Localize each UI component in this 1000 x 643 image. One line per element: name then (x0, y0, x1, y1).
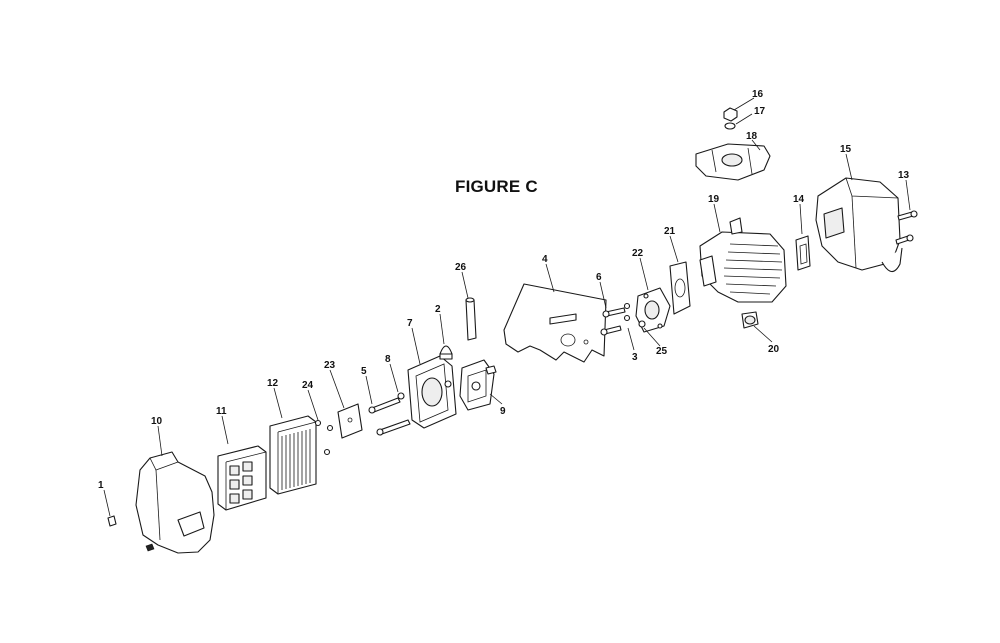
callout-23: 23 (324, 360, 336, 371)
washer-part-25 (638, 320, 646, 328)
nut-part-16 (723, 107, 738, 122)
heat-shield-part (503, 283, 607, 363)
callout-18: 18 (746, 131, 758, 142)
callout-7: 7 (407, 318, 413, 329)
callout-25: 25 (656, 346, 668, 357)
gasket-part-23 (337, 403, 363, 439)
gasket-part-21 (669, 261, 691, 315)
screw-part-1 (107, 515, 117, 527)
callout-19: 19 (708, 194, 720, 205)
washer-part-8 (397, 392, 405, 400)
callout-8: 8 (385, 354, 391, 365)
callout-9: 9 (500, 406, 506, 417)
flywheel-cover-part (695, 143, 771, 181)
figure-title: FIGURE C (455, 177, 538, 196)
callout-10: 10 (151, 416, 163, 427)
leader-lines (103, 97, 911, 517)
callout-labels: 1 2 3 4 5 6 7 8 9 10 11 12 13 14 15 16 1… (98, 89, 910, 491)
callout-16: 16 (752, 89, 764, 100)
callout-26: 26 (455, 262, 467, 273)
washer-part-17 (724, 122, 736, 130)
pleated-filter-part (269, 415, 317, 495)
fuel-tube-part (465, 297, 477, 341)
bolt-part-5 (368, 397, 411, 436)
callout-11: 11 (216, 406, 227, 417)
callout-15: 15 (840, 144, 852, 155)
bolt-part-13 (895, 210, 918, 245)
air-filter-cover-part (135, 451, 215, 554)
screw-part-24 (314, 419, 334, 456)
carburetor-adapter-part (407, 355, 457, 429)
muffler-part (815, 177, 903, 273)
callout-4: 4 (542, 254, 548, 265)
carburetor-part (459, 359, 497, 411)
engine-cylinder-part (699, 217, 787, 303)
spark-plug-part (741, 311, 759, 329)
callout-14: 14 (793, 194, 805, 205)
callout-3: 3 (632, 352, 638, 363)
callout-6: 6 (596, 272, 602, 283)
callout-12: 12 (267, 378, 279, 389)
callout-5: 5 (361, 366, 367, 377)
callout-17: 17 (754, 106, 766, 117)
callout-20: 20 (768, 344, 780, 355)
gasket-part-14 (795, 235, 811, 271)
spacer-block-part (635, 287, 671, 333)
primer-bulb-part (439, 345, 453, 360)
bolt-part-6 (600, 302, 631, 336)
filter-frame-part (217, 445, 267, 511)
callout-1: 1 (98, 480, 104, 491)
callout-21: 21 (664, 226, 676, 237)
callout-24: 24 (302, 380, 314, 391)
callout-2: 2 (435, 304, 441, 315)
callout-22: 22 (632, 248, 644, 259)
callout-13: 13 (898, 170, 910, 181)
